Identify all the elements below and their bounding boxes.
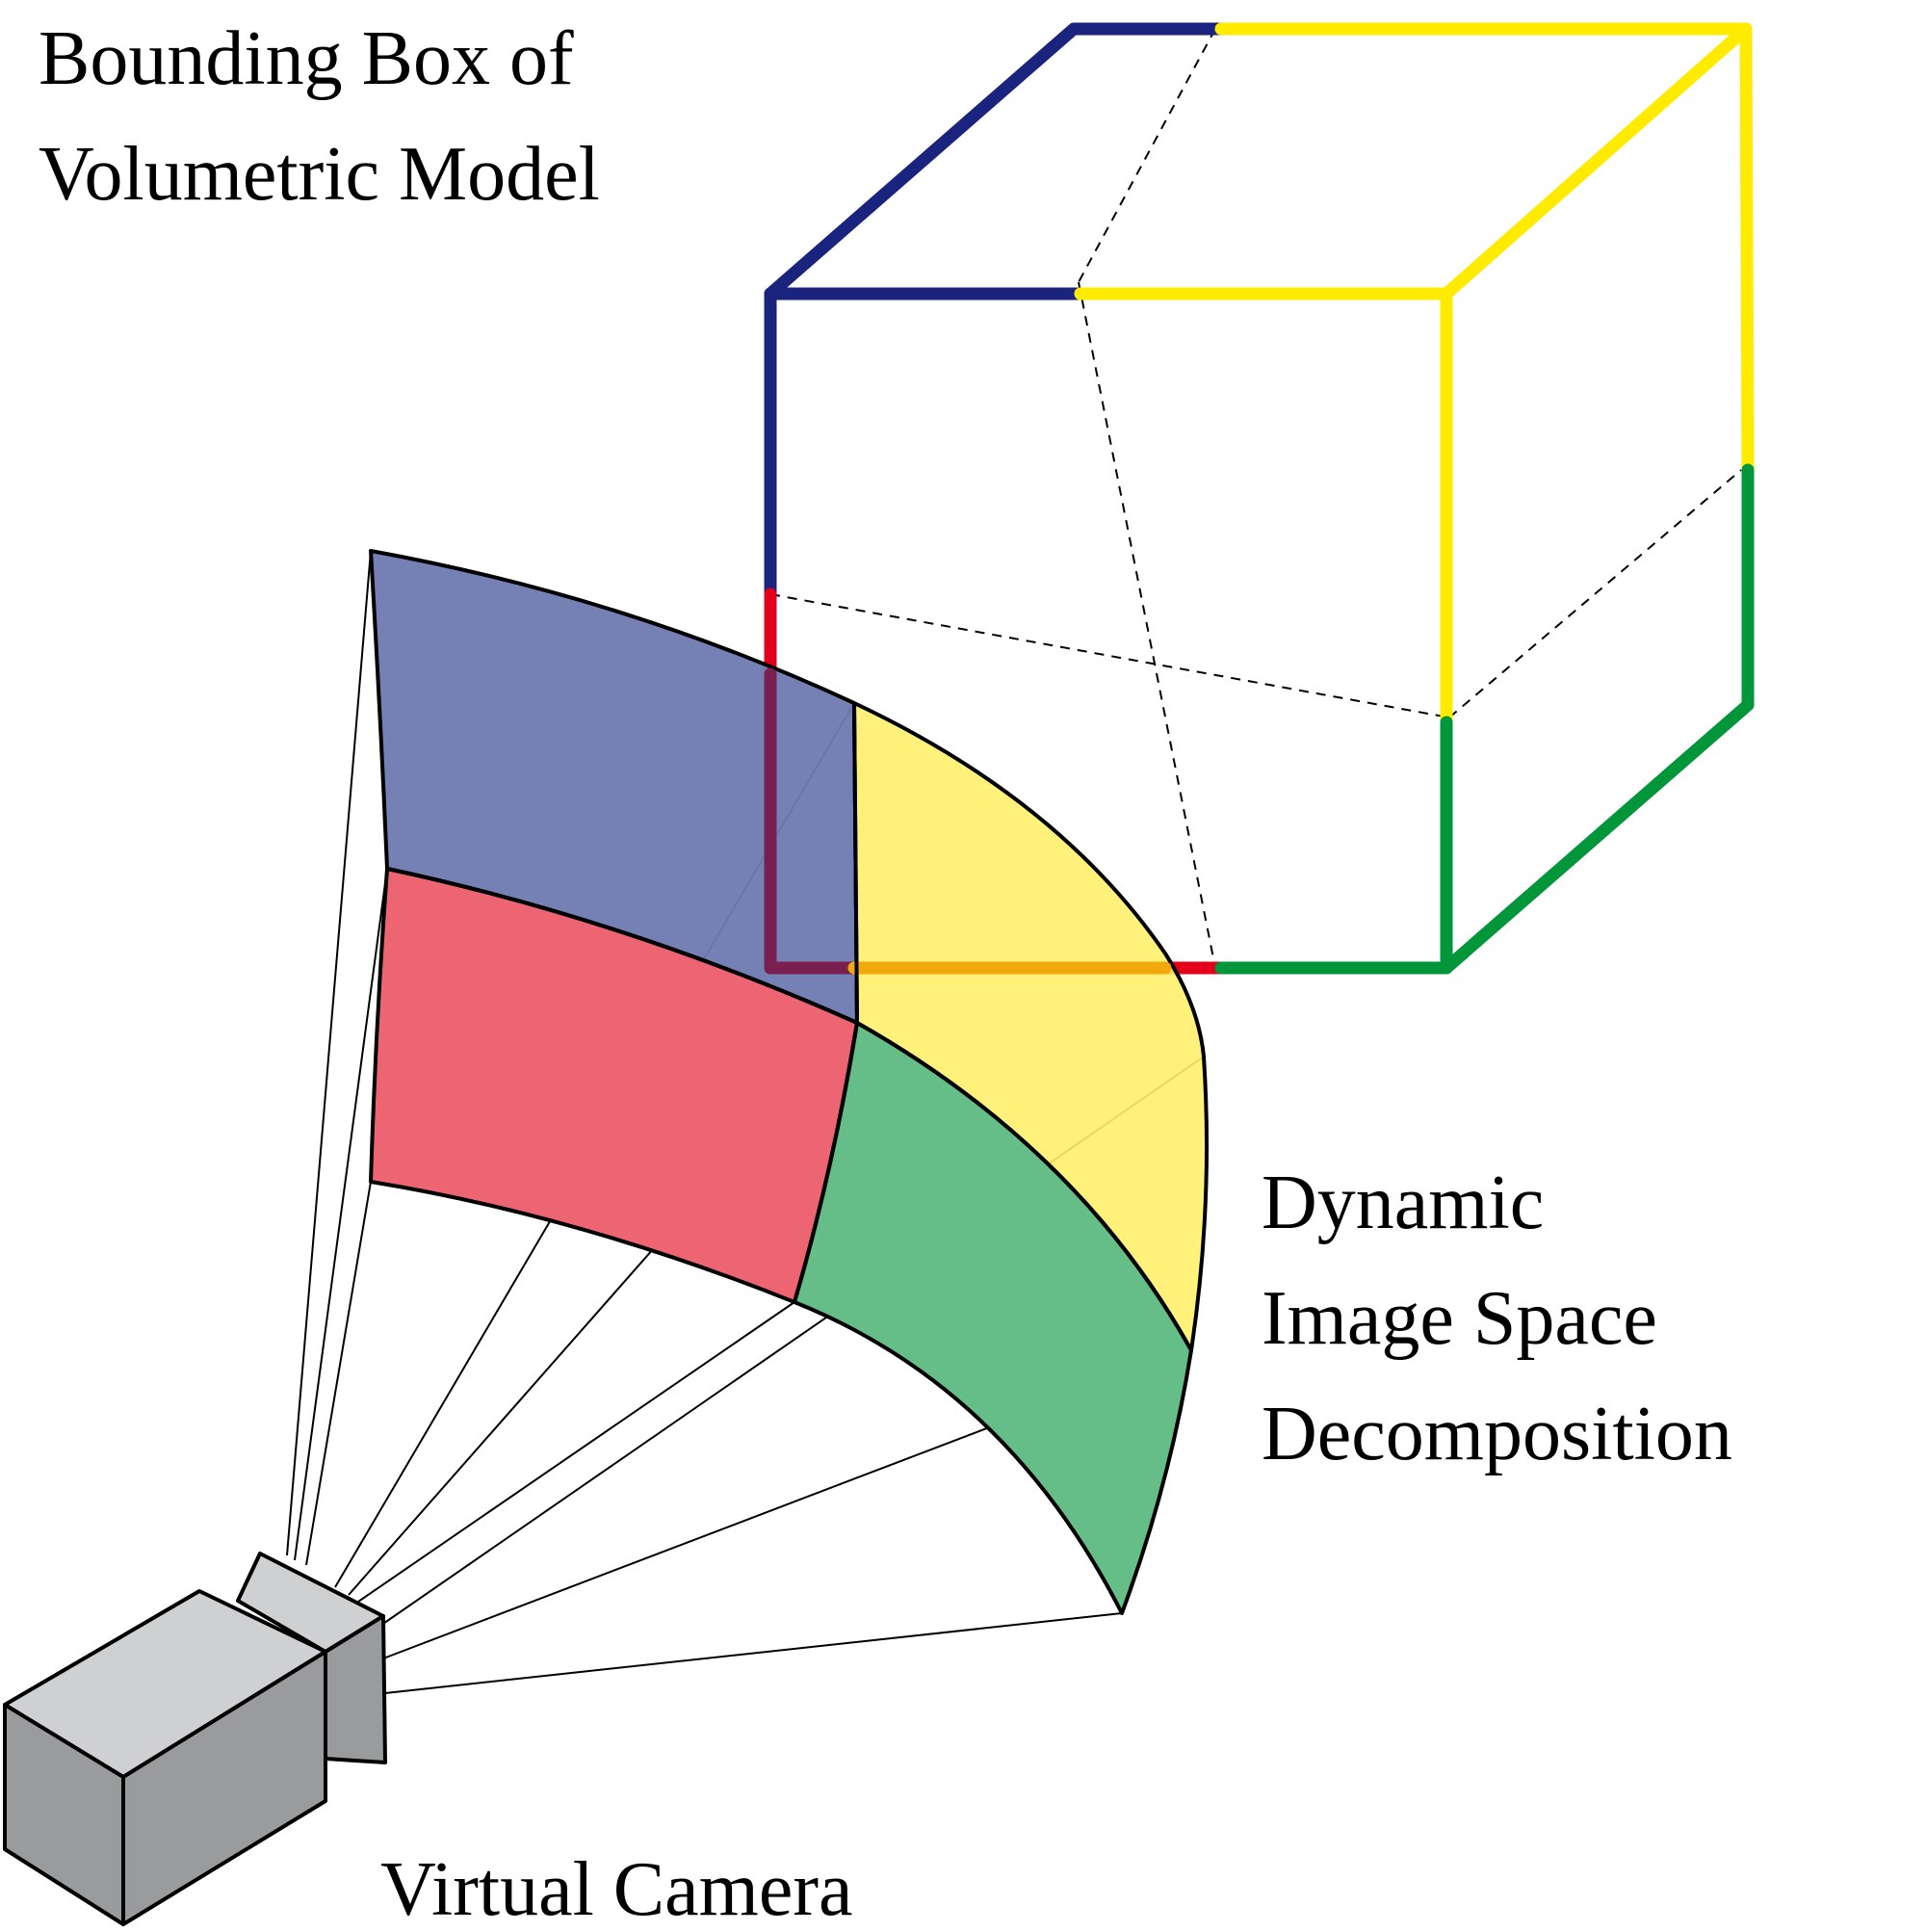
cube-edges-yellow bbox=[1074, 22, 1755, 729]
cube-edges-green bbox=[1214, 463, 1755, 975]
bounding-box-label-line2: Volumetric Model bbox=[39, 132, 600, 217]
image-space-decomposition bbox=[369, 549, 1210, 1615]
camera-icon bbox=[3, 1552, 387, 1926]
camera-label: Virtual Camera bbox=[380, 1847, 853, 1932]
hidden-edges bbox=[769, 28, 1742, 969]
camera-body-front bbox=[121, 1650, 327, 1926]
decomposition-label-line2: Image Space bbox=[1262, 1276, 1657, 1361]
cube-edges-blue bbox=[764, 22, 1228, 601]
decomposition-grid bbox=[386, 702, 1193, 1351]
decomposition-label-line3: Decomposition bbox=[1262, 1392, 1732, 1476]
cube-edges-overlap bbox=[764, 667, 1172, 975]
decomposition-label-line1: Dynamic bbox=[1262, 1161, 1544, 1245]
bounding-box-label-line1: Bounding Box of bbox=[39, 16, 574, 101]
